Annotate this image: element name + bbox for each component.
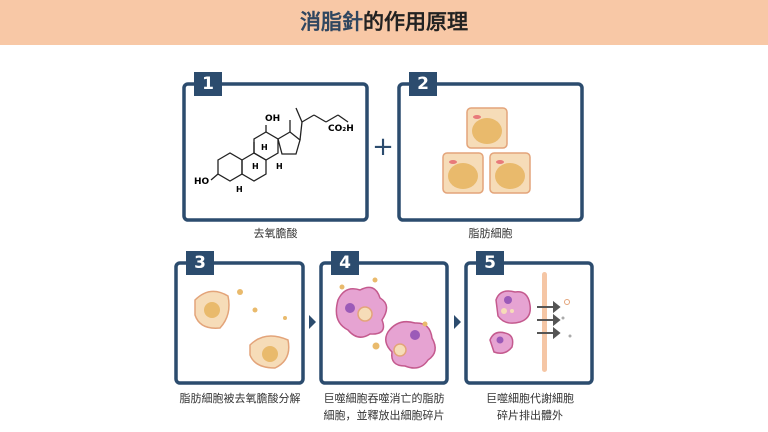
step1-frame [182, 82, 369, 222]
label-h: H [236, 185, 243, 194]
step3-frame [174, 261, 305, 385]
step4-caption-line1: 巨噬細胞吞噬消亡的脂肪 [323, 392, 445, 405]
step5-frame [464, 261, 594, 385]
fat-cells [442, 107, 531, 194]
label-h: H [252, 162, 259, 171]
step5-caption-line1: 巨噬細胞代謝細胞 [486, 392, 574, 405]
label-h: H [261, 143, 268, 152]
step4-caption: 巨噬細胞吞噬消亡的脂肪細胞，並釋放出細胞碎片 [310, 390, 458, 424]
step5-caption-line2: 碎片排出體外 [497, 409, 563, 422]
deoxycholic-acid-structure [210, 107, 349, 182]
label-oh-top: OH [265, 114, 281, 124]
step-number-2: 2 [409, 72, 437, 96]
title-band [0, 0, 768, 45]
macrophages-engulfing [335, 277, 436, 369]
macrophages-excreting [489, 272, 572, 372]
step-number-5: 5 [476, 251, 504, 275]
step2-caption: 脂肪細胞 [468, 227, 513, 240]
label-acid: CO₂H [328, 124, 354, 134]
step1-caption: 去氧膽酸 [253, 227, 298, 240]
step-number-1: 1 [194, 72, 222, 96]
arrow-4-to-5 [454, 315, 461, 329]
label-h: H [276, 162, 283, 171]
plus-sign: + [372, 132, 394, 162]
title-rest: 的作用原理 [363, 10, 468, 34]
step-number-4: 4 [331, 251, 359, 275]
step2-frame [397, 82, 584, 222]
arrow-3-to-4 [309, 315, 316, 329]
step5-caption: 巨噬細胞代謝細胞碎片排出體外 [460, 390, 600, 424]
dissolving-fat-cells [194, 289, 290, 369]
page-title: 消脂針的作用原理 [0, 0, 768, 45]
title-highlight: 消脂針 [300, 10, 363, 34]
step3-caption: 脂肪細胞被去氧膽酸分解 [179, 392, 301, 405]
step4-frame [319, 261, 449, 385]
step-number-3: 3 [186, 251, 214, 275]
step4-caption-line2: 細胞，並釋放出細胞碎片 [323, 409, 445, 422]
label-ho: HO [194, 177, 210, 187]
